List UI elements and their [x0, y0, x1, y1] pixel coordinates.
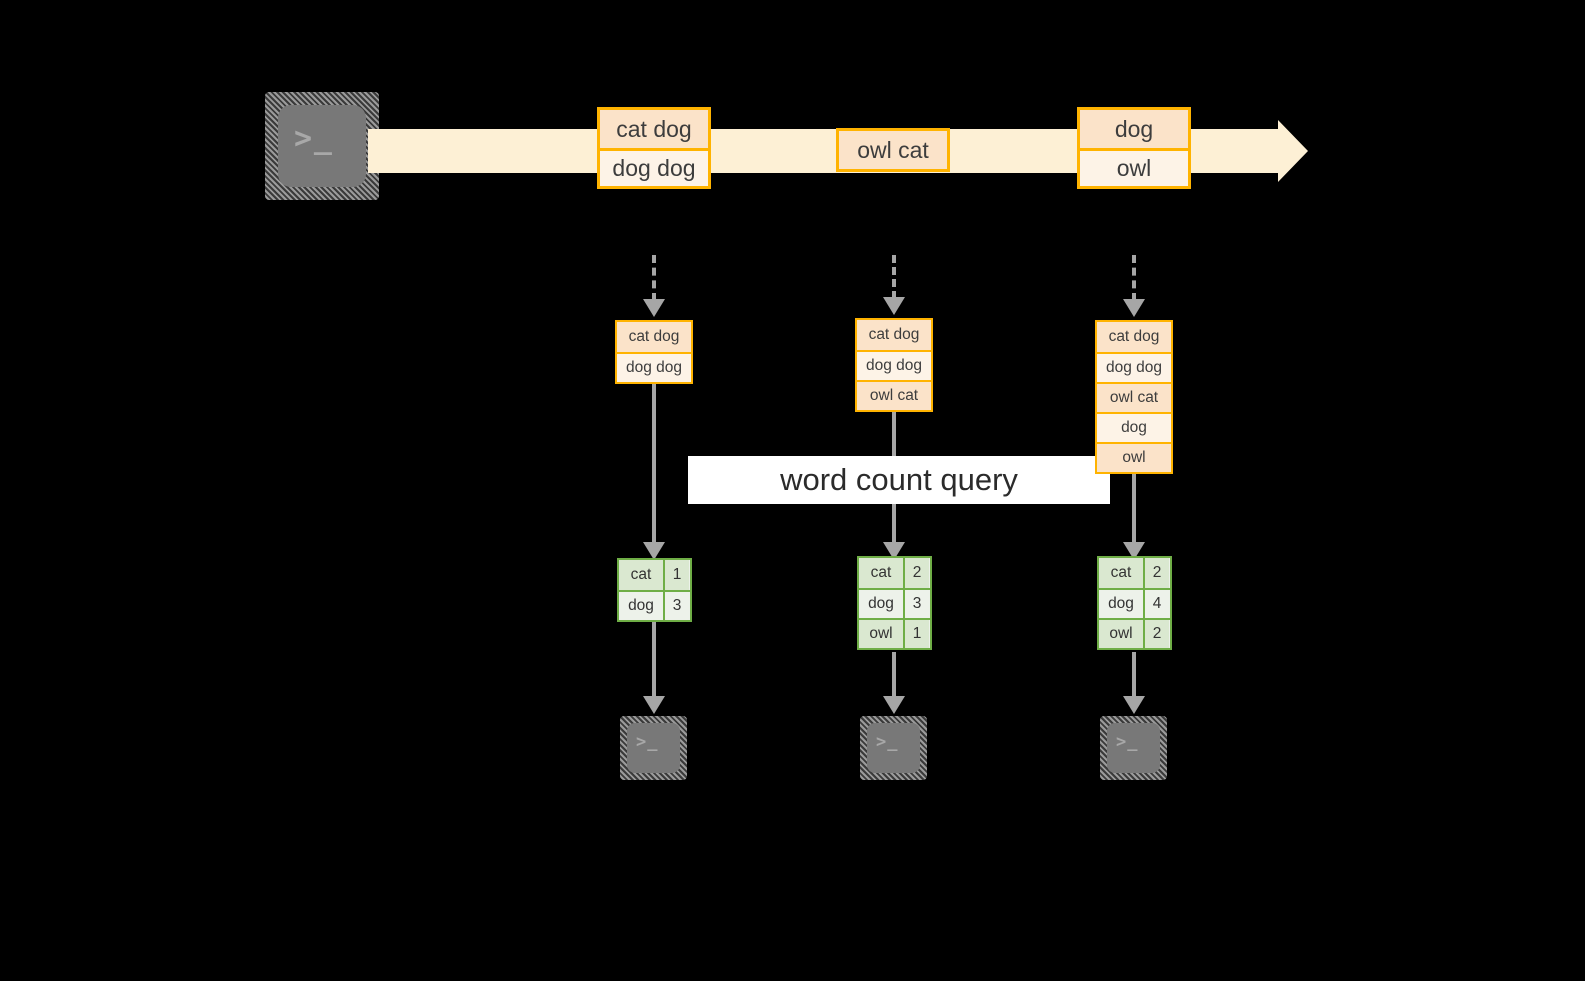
stream-arrowhead [1278, 120, 1308, 182]
record-line: dog dog [857, 350, 931, 380]
arrow-accum-to-result-1 [643, 382, 665, 560]
table-row: dog 3 [619, 590, 690, 620]
record-line: dog dog [617, 352, 691, 382]
word-cell: owl [1099, 620, 1143, 648]
arrow-head [643, 696, 665, 714]
accumulated-table-3: cat dog dog dog owl cat dog owl [1095, 320, 1173, 474]
arrow-stream-to-accum-3 [1123, 255, 1145, 317]
result-table-2: cat 2 dog 3 owl 1 [857, 556, 932, 650]
arrow-head [883, 542, 905, 560]
table-row: dog 3 [859, 588, 930, 618]
table-row: cat 1 [619, 560, 690, 590]
table-row: owl 1 [859, 618, 930, 648]
terminal-face [278, 105, 366, 187]
count-cell: 1 [903, 620, 929, 648]
terminal-face [627, 723, 680, 773]
result-table-1: cat 1 dog 3 [617, 558, 692, 622]
word-cell: dog [619, 592, 663, 620]
arrow-head [1123, 299, 1145, 317]
count-cell: 2 [1143, 558, 1169, 588]
record-line: cat dog [857, 320, 931, 350]
arrow-head [643, 542, 665, 560]
arrow-stream-to-accum-1 [643, 255, 665, 317]
record-line: owl cat [839, 131, 947, 169]
count-cell: 2 [1143, 620, 1169, 648]
table-row: cat 2 [859, 558, 930, 588]
sink-terminal-icon-3: >_ [1100, 716, 1167, 780]
terminal-prompt-glyph: >_ [294, 121, 334, 156]
count-cell: 2 [903, 558, 929, 588]
arrow-stream-to-accum-2 [883, 255, 905, 315]
count-cell: 3 [903, 590, 929, 618]
word-cell: cat [1099, 558, 1143, 588]
record-line: dog dog [600, 148, 708, 186]
table-row: dog 4 [1099, 588, 1170, 618]
terminal-prompt-glyph: >_ [636, 732, 659, 752]
terminal-face [1107, 723, 1160, 773]
sink-terminal-icon-2: >_ [860, 716, 927, 780]
arrow-result-to-sink-2 [883, 652, 905, 714]
record-line: cat dog [1097, 322, 1171, 352]
arrow-shaft [1132, 652, 1136, 698]
record-line: dog [1080, 110, 1188, 148]
arrow-head [1123, 696, 1145, 714]
count-cell: 1 [663, 560, 689, 590]
record-line: cat dog [600, 110, 708, 148]
word-cell: cat [859, 558, 903, 588]
table-row: owl 2 [1099, 618, 1170, 648]
arrow-shaft [1132, 474, 1136, 544]
table-row: cat 2 [1099, 558, 1170, 588]
record-line: owl cat [1097, 382, 1171, 412]
word-cell: cat [619, 560, 663, 590]
arrow-head [883, 297, 905, 315]
arrow-shaft [892, 652, 896, 698]
arrow-result-to-sink-1 [643, 622, 665, 714]
arrow-accum-to-result-3 [1123, 474, 1145, 560]
accumulated-table-1: cat dog dog dog [615, 320, 693, 384]
record-line: owl cat [857, 380, 931, 410]
record-line: cat dog [617, 322, 691, 352]
arrow-head [1123, 542, 1145, 560]
terminal-face [867, 723, 920, 773]
terminal-prompt-glyph: >_ [1116, 732, 1139, 752]
arrow-shaft [652, 255, 656, 301]
result-table-3: cat 2 dog 4 owl 2 [1097, 556, 1172, 650]
source-terminal-icon: >_ [265, 92, 379, 200]
arrow-shaft [892, 255, 896, 299]
input-batch-3: dog owl [1077, 107, 1191, 189]
banner-label: word count query [780, 462, 1018, 497]
record-line: dog dog [1097, 352, 1171, 382]
word-cell: owl [859, 620, 903, 648]
arrow-shaft [1132, 255, 1136, 301]
arrow-result-to-sink-3 [1123, 652, 1145, 714]
accumulated-table-2: cat dog dog dog owl cat [855, 318, 933, 412]
input-batch-1: cat dog dog dog [597, 107, 711, 189]
arrow-head [883, 696, 905, 714]
terminal-prompt-glyph: >_ [876, 732, 899, 752]
record-line: owl [1097, 442, 1171, 472]
count-cell: 3 [663, 592, 689, 620]
record-line: dog [1097, 412, 1171, 442]
record-line: owl [1080, 148, 1188, 186]
word-cell: dog [1099, 590, 1143, 618]
arrow-shaft [652, 382, 656, 544]
arrow-shaft [652, 622, 656, 698]
count-cell: 4 [1143, 590, 1169, 618]
arrow-head [643, 299, 665, 317]
sink-terminal-icon-1: >_ [620, 716, 687, 780]
input-batch-2: owl cat [836, 128, 950, 172]
word-count-query-banner: word count query [688, 456, 1110, 504]
word-cell: dog [859, 590, 903, 618]
